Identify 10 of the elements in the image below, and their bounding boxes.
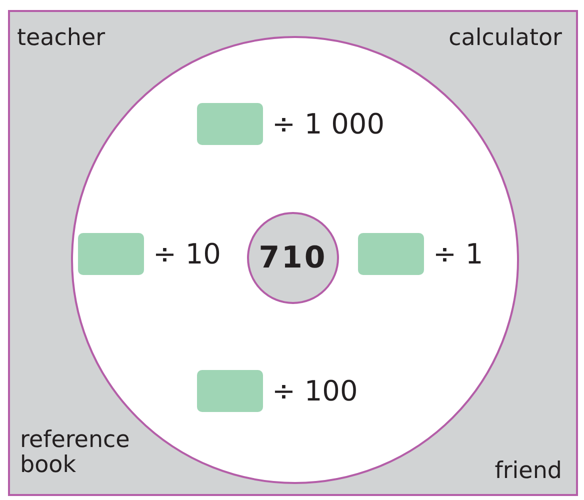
division-label: ÷ 1 000 [272,108,385,140]
corner-label: reference book [20,428,131,479]
corner-label: friend [494,459,562,484]
division-label: ÷ 1 [433,238,484,270]
background-panel [8,10,578,496]
number-label: 710 [258,242,328,274]
division-label: ÷ 10 [153,238,221,270]
corner-label: calculator [448,26,562,52]
corner-label: teacher [17,26,106,52]
division-label: ÷ 100 [272,374,358,408]
